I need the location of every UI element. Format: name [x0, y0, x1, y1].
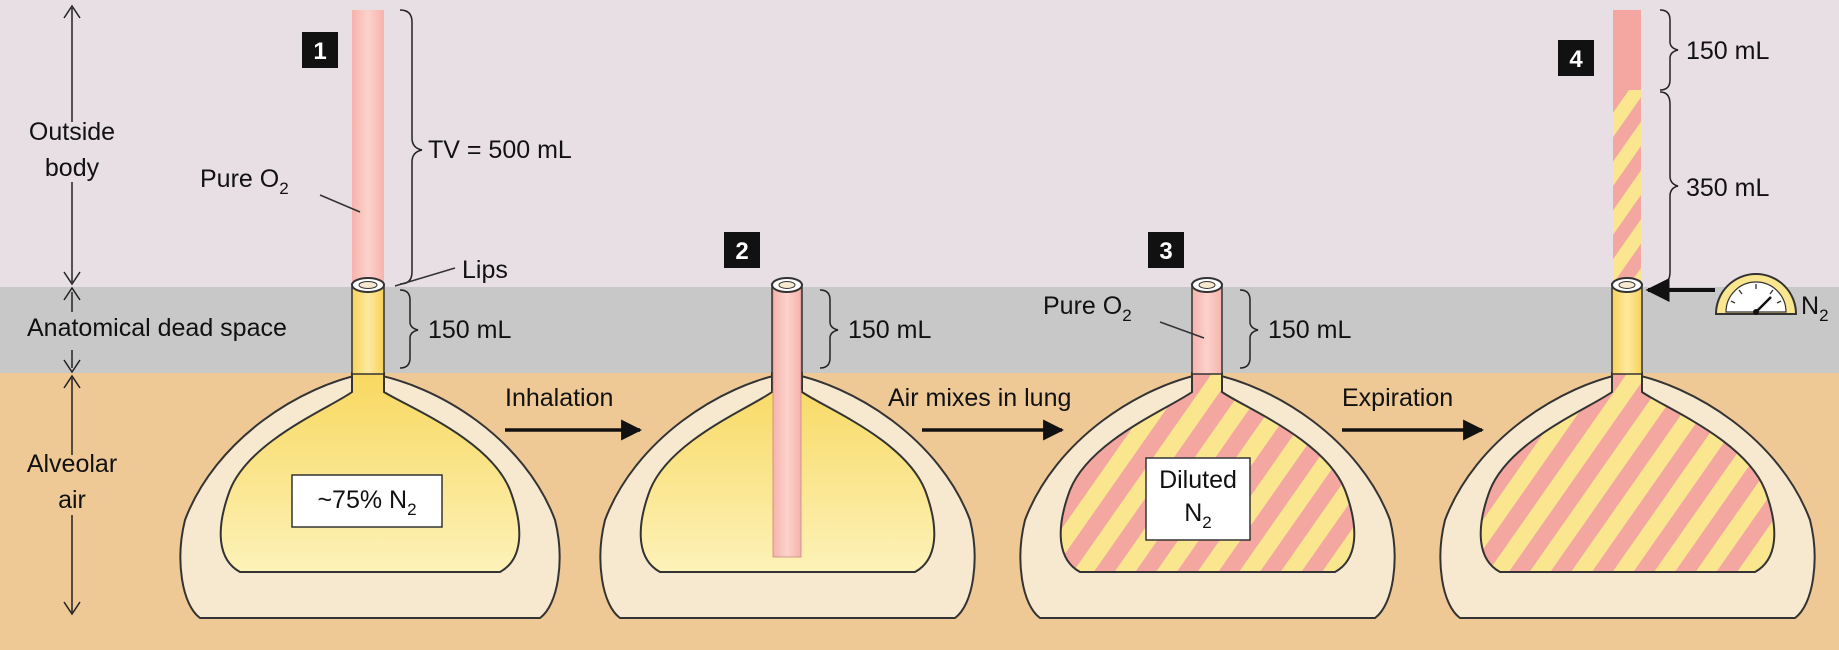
exhaled-dead-space-column-4 [1613, 10, 1641, 90]
outside-label-line1: Outside [29, 118, 115, 146]
step-number-2: 2 [735, 238, 748, 265]
dead-space-tube-4 [1612, 284, 1642, 374]
upper-volume-label-4: 150 mL [1686, 37, 1769, 65]
dead-space-tube-1 [352, 284, 384, 374]
dead-space-volume-1: 150 mL [428, 316, 511, 344]
outside-label-line2: body [45, 154, 100, 182]
n2-box-line1-3: Diluted [1159, 466, 1237, 494]
alveolar-label-line2: air [58, 486, 86, 514]
exhaled-mixed-column-4 [1613, 90, 1641, 284]
transition-label-expiration: Expiration [1342, 384, 1453, 412]
lower-volume-label-4: 350 mL [1686, 174, 1769, 202]
outside-tube-1 [352, 10, 384, 284]
dead-space-volume-3: 150 mL [1268, 316, 1351, 344]
dead-space-label: Anatomical dead space [27, 314, 287, 342]
step-number-3: 3 [1159, 238, 1172, 265]
step-number-4: 4 [1569, 46, 1583, 73]
tv-label: TV = 500 mL [428, 136, 572, 164]
dead-space-volume-2: 150 mL [848, 316, 931, 344]
transition-label-mixing: Air mixes in lung [888, 384, 1071, 412]
step-number-1: 1 [313, 38, 326, 65]
lips-label: Lips [462, 256, 508, 284]
alveolar-label-line1: Alveolar [27, 450, 117, 478]
transition-label-inhalation: Inhalation [505, 384, 613, 412]
dead-space-tube-3 [1192, 284, 1222, 374]
inhaled-o2-column-2 [773, 284, 801, 557]
